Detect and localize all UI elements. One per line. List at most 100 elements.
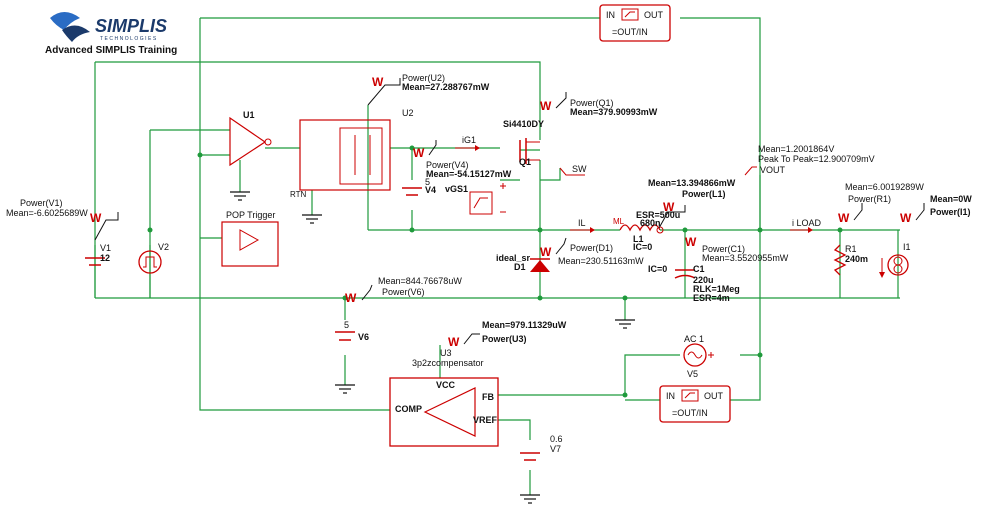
power-q1-mean: Mean=379.90993mW [570,107,658,117]
pop-trigger[interactable]: POP Trigger [221,210,279,267]
meas-bot-out: OUT [704,391,724,401]
r1-value: 240m [845,254,868,264]
power-probe-l1[interactable]: W Mean=13.394866mW Power(L1) [648,178,736,229]
u1-label: U1 [243,110,255,120]
vgs1-probe[interactable]: vGS1 [445,183,506,215]
i1-label: I1 [903,242,911,252]
power-u3-mean: Mean=979.11329uW [482,320,567,330]
d1-label: D1 [514,262,526,272]
l1-value: 680n [640,218,661,228]
power-d1-mean: Mean=230.51163mW [558,256,644,266]
power-l1-label: Power(L1) [682,189,726,199]
meas-bot-in: IN [666,391,675,401]
ground-symbols [230,191,635,504]
simplis-logo: SIMPLIS TECHNOLOGIES Advanced SIMPLIS Tr… [45,12,177,56]
power-d1-label: Power(D1) [570,243,613,253]
l1-inductor[interactable]: L1 IC=0 ESR=500u 680n ML [613,210,680,252]
power-c1-mean: Mean=3.5520955mW [702,253,789,263]
d1-diode[interactable]: ideal_sr D1 [496,253,550,272]
q1-mosfet[interactable]: Si4410DY Q1 [503,119,544,167]
u2-driver[interactable]: U2 RTN [290,108,414,199]
v6-value: 5 [344,320,349,330]
logo-sub: TECHNOLOGIES [100,36,158,42]
v1-value: 12 [100,253,110,263]
power-l1-mean: Mean=13.394866mW [648,178,736,188]
vout-label: VOUT [760,165,786,175]
r1-resistor[interactable]: R1 240m [833,244,868,276]
power-c1-label: Power(C1) [702,244,745,254]
power-v6-label: Power(V6) [382,287,425,297]
power-i1-mean: Mean=0W [930,194,972,204]
v1-label: V1 [100,243,111,253]
power-probe-icon: W [90,211,102,225]
vgs1-label: vGS1 [445,184,468,194]
sw-label: SW [572,164,587,174]
v1-source[interactable]: V1 12 [85,243,111,266]
power-probe-icon: W [838,211,850,225]
v7-label: V7 [550,444,561,454]
power-probe-icon: W [540,245,552,259]
u3-label: U3 [440,348,452,358]
q1-part: Si4410DY [503,119,544,129]
u3-vref: VREF [473,415,498,425]
power-probe-icon: W [663,200,675,214]
i1-source[interactable]: I1 [879,242,911,278]
power-probe-icon: W [448,335,460,349]
il-arrow: IL [570,218,595,233]
power-probe-q1[interactable]: W Power(Q1) Mean=379.90993mW [540,92,658,117]
iload-arrow: i LOAD [790,218,822,233]
v4-label: V4 [425,185,436,195]
u3-compensator[interactable]: VCC FB COMP VREF U3 3p2zcompensator [389,348,499,447]
power-probe-u3[interactable]: W Mean=979.11329uW Power(U3) [448,320,567,349]
power-probe-v1[interactable]: W Power(V1) Mean=-6.6025689W [6,198,119,241]
v6-source[interactable]: 5 V6 [335,320,369,342]
power-probe-u2[interactable]: W Power(U2) Mean=27.288767mW [367,73,490,106]
measure-box-top[interactable]: IN OUT =OUT/IN [599,4,671,42]
power-probe-icon: W [345,291,357,305]
power-probe-c1[interactable]: W Power(C1) Mean=3.5520955mW [685,235,789,263]
l1-esr: ESR=500u [636,210,680,220]
q1-label: Q1 [519,157,531,167]
v6-label: V6 [358,332,369,342]
vout-probe[interactable]: Mean=1.2001864V Peak To Peak=12.900709mV… [744,144,875,176]
v7-source[interactable]: 0.6 V7 [520,434,563,461]
power-v4-mean: Mean=-54.15127mW [426,169,512,179]
d1-model: ideal_sr [496,253,531,263]
power-probe-r1[interactable]: W Mean=6.0019289W Power(R1) [838,182,924,225]
power-probe-v4[interactable]: W Power(V4) Mean=-54.15127mW [413,140,512,179]
pop-trigger-label: POP Trigger [226,210,275,220]
power-probe-icon: W [413,146,425,160]
v4-value: 5 [425,177,430,187]
u1-comparator[interactable]: U1 [229,110,272,167]
power-u3-label: Power(U3) [482,334,527,344]
power-probe-icon: W [372,75,384,89]
r1-label: R1 [845,244,857,254]
u3-comp: COMP [395,404,422,414]
v2-label: V2 [158,242,169,252]
meas-top-expr: =OUT/IN [612,27,648,37]
power-probe-v6[interactable]: W Mean=844.76678uW Power(V6) [345,276,462,305]
power-v1-label: Power(V1) [20,198,63,208]
c1-capacitor[interactable]: C1 220u RLK=1Meg ESR=4m IC=0 [648,264,740,303]
iload-label: i LOAD [792,218,822,228]
l1-label: L1 [633,234,644,244]
ig1-label: iG1 [462,135,476,145]
v4-source[interactable]: 5 V4 [402,177,436,196]
power-v6-mean: Mean=844.76678uW [378,276,462,286]
c1-value: 220u [693,275,714,285]
power-i1-label: Power(I1) [930,207,971,217]
u2-rtn: RTN [290,190,307,199]
c1-ic: IC=0 [648,264,667,274]
measure-box-bottom[interactable]: IN OUT =OUT/IN [659,385,731,423]
power-u2-label: Power(U2) [402,73,445,83]
logo-brand: SIMPLIS [95,16,167,36]
v5-label: V5 [687,369,698,379]
v2-source[interactable]: V2 [138,242,169,274]
c1-label: C1 [693,264,705,274]
junctions [147,145,843,398]
power-v4-label: Power(V4) [426,160,469,170]
meas-top-in: IN [606,10,615,20]
power-probe-d1[interactable]: W Power(D1) Mean=230.51163mW [540,237,644,266]
v5-ac-source[interactable]: AC 1 V5 [683,334,714,379]
power-probe-i1[interactable]: W Mean=0W Power(I1) [900,194,972,225]
